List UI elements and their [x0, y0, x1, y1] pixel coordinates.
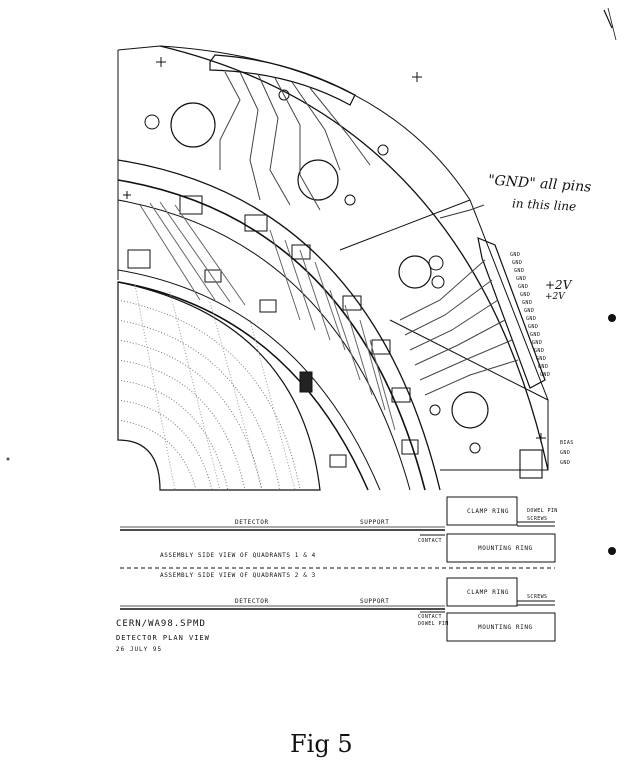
top-connector — [209, 54, 356, 106]
label-support-2: SUPPORT — [360, 598, 390, 605]
mounting-ring-box-1 — [446, 533, 556, 563]
label-contact-1: CONTACT — [418, 538, 442, 544]
label-detector-1: DETECTOR — [235, 519, 269, 526]
voltage-note-top: +2V — [545, 278, 572, 292]
figure-label: Fig 5 — [290, 730, 353, 758]
title-line2: DETECTOR PLAN VIEW — [116, 634, 210, 642]
gnd-label-b: GND — [560, 460, 571, 466]
pin-label: GND — [520, 292, 531, 298]
bias-connector — [519, 449, 543, 479]
ring-arc-4 — [117, 269, 381, 491]
crosshair-1 — [156, 57, 166, 67]
pin-label: GND — [514, 268, 525, 274]
voltage-note-bottom: +2V — [545, 292, 565, 302]
pin-label: GND — [528, 324, 539, 330]
clamp-ring-box-2 — [446, 577, 518, 607]
pin-label: GND — [530, 332, 541, 338]
mount-hole-3 — [398, 255, 432, 289]
pin-label: GND — [510, 252, 521, 258]
label-contact-2: CONTACT — [418, 614, 442, 620]
pin-label: GND — [526, 316, 537, 322]
label-side-view-1-4: ASSEMBLY SIDE VIEW OF QUADRANTS 1 & 4 — [160, 552, 316, 559]
label-mounting-ring-2: MOUNTING RING — [478, 624, 533, 631]
label-screws-1: SCREWS — [527, 516, 548, 522]
gnd-label-a: GND — [560, 450, 571, 456]
pin-label: GND — [536, 356, 547, 362]
outer-frame — [117, 45, 549, 471]
pin-label: GND — [534, 348, 545, 354]
label-mounting-ring-1: MOUNTING RING — [478, 545, 533, 552]
title-line3: 26 JULY 95 — [116, 646, 163, 653]
pin-label: GND — [512, 260, 523, 266]
pin-label: GND — [538, 364, 549, 370]
mount-hole-4 — [451, 391, 489, 429]
bias-label: BIAS — [560, 440, 574, 446]
label-clamp-ring-2: CLAMP RING — [467, 589, 510, 596]
mount-hole-2 — [297, 159, 339, 201]
label-detector-2: DETECTOR — [235, 598, 269, 605]
right-connector — [477, 237, 546, 389]
label-support-1: SUPPORT — [360, 519, 390, 526]
pin-label: GND — [532, 340, 543, 346]
outer-arc — [159, 45, 549, 471]
ring-arc-1 — [117, 159, 441, 491]
pin-label: GND — [518, 284, 529, 290]
ring-arc-2 — [117, 179, 426, 491]
pin-label: GND — [524, 308, 535, 314]
label-screws-2: SCREWS — [527, 594, 548, 600]
mounting-ring-box-2 — [446, 612, 556, 642]
pin-label: GND — [522, 300, 533, 306]
ring-arc-5 — [117, 281, 369, 491]
crosshair-3 — [536, 433, 546, 443]
pin-label: GND — [516, 276, 527, 282]
title-line1: CERN/WA98.SPMD — [116, 619, 206, 629]
label-dowel-pin-2: DOWEL PIN — [418, 621, 449, 627]
label-dowel-pin-1: DOWEL PIN — [527, 508, 558, 514]
sensor-disc — [117, 281, 321, 491]
mount-hole-1 — [170, 102, 216, 148]
pin-label: GND — [540, 372, 551, 378]
label-clamp-ring-1: CLAMP RING — [467, 508, 510, 515]
clamp-ring-box-1 — [446, 496, 518, 526]
crosshair-2 — [412, 72, 422, 82]
label-side-view-2-3: ASSEMBLY SIDE VIEW OF QUADRANTS 2 & 3 — [160, 572, 316, 579]
